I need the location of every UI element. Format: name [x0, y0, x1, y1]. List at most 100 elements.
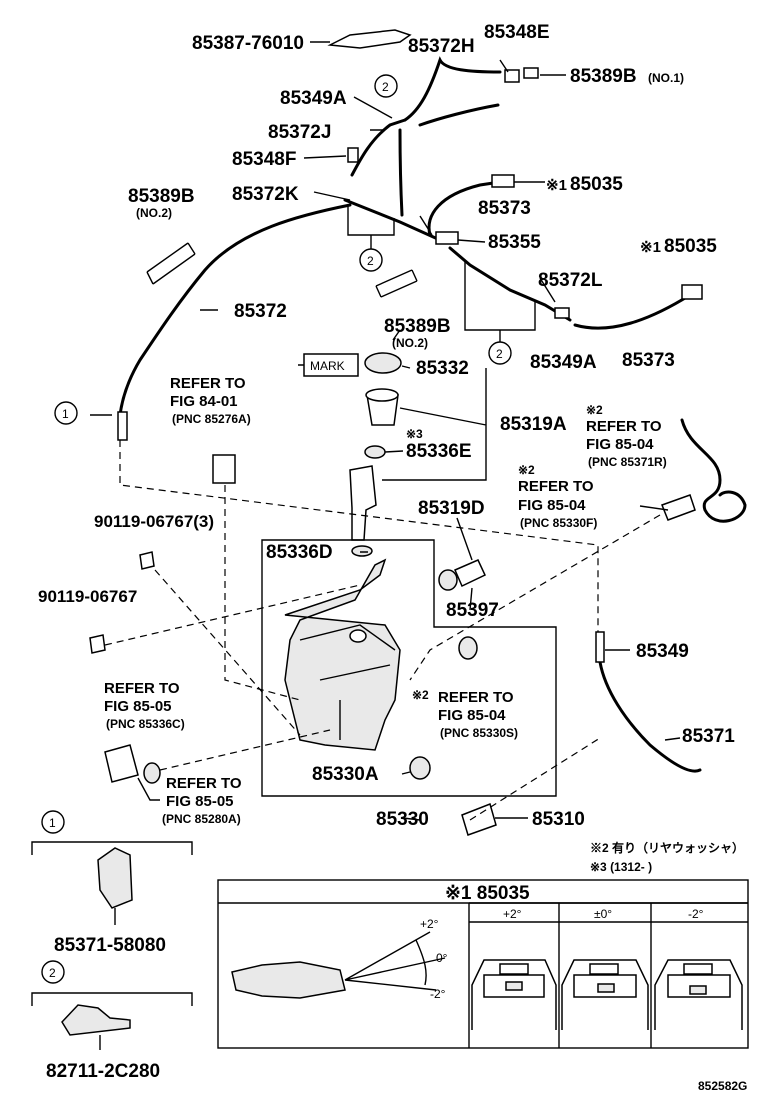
label-85389B-top: 85389B — [570, 66, 637, 87]
ref-85330S-l3: (PNC 85330S) — [440, 726, 518, 740]
label-85349: 85349 — [636, 641, 689, 662]
legend-note-3: ※3 (1312- ) — [590, 860, 652, 874]
ref-85330F-l1: REFER TO — [518, 478, 594, 495]
hose-85373-upper — [427, 180, 502, 237]
label-85373-b: 85373 — [622, 350, 675, 371]
callout-2-upper — [359, 248, 383, 272]
grommet-85397 — [438, 569, 458, 591]
hose-vertical-upper — [398, 128, 404, 217]
label-85330: 85330 — [376, 809, 429, 830]
mark-1-b: ※1 — [640, 239, 661, 256]
callout-1-main-text: 1 — [62, 407, 69, 421]
detail-nozzle-head-plus2 — [471, 959, 557, 1030]
callout-2-lower-text: 2 — [496, 347, 503, 361]
hose-85389B-mid-outline — [375, 269, 418, 298]
seal-85336E — [364, 445, 386, 459]
detail-col-zero: ±0° — [594, 907, 612, 921]
callout-1-detail-text: 1 — [49, 816, 56, 830]
connector-85355 — [435, 231, 459, 245]
mark-2-a: ※2 — [586, 403, 603, 417]
ref-84-01-l3: (PNC 85276A) — [172, 412, 251, 426]
label-85387-76010: 85387-76010 — [192, 33, 304, 54]
callout-2-upper-text: 2 — [367, 254, 374, 268]
mark-1-a: ※1 — [546, 177, 567, 194]
leader-85280A — [137, 777, 160, 801]
detail-col-plus2: +2° — [503, 907, 522, 921]
label-85355: 85355 — [488, 232, 541, 253]
connector-85348E — [504, 69, 520, 83]
detail-2-bracket — [31, 992, 193, 1006]
label-85035-a: 85035 — [570, 174, 623, 195]
detail-nozzle-head-zero — [561, 959, 649, 1030]
detail-1-bracket — [31, 841, 193, 855]
grommet-85330S — [458, 636, 478, 660]
bolt-90119-a — [139, 551, 155, 570]
label-85372: 85372 — [234, 301, 287, 322]
dash-line-1 — [119, 440, 599, 632]
detail-angle-minus: -2° — [430, 987, 446, 1001]
detail-spray-arc — [415, 939, 427, 986]
leader-lines — [200, 41, 681, 821]
seal-85336D — [351, 545, 373, 557]
dash-lines-pumps — [159, 729, 601, 821]
hose-85372K — [343, 198, 442, 242]
grommet-85336C — [143, 762, 161, 784]
label-85330A: 85330A — [312, 764, 379, 785]
label-bolt-90119: 90119-06767 — [38, 587, 137, 606]
label-85372J: 85372J — [268, 122, 331, 143]
clip-82711-2C280 — [61, 1004, 131, 1036]
callout-1-main — [54, 401, 78, 425]
reservoir-box — [261, 539, 557, 797]
ref-85336C-l2: FIG 85-05 — [104, 698, 172, 715]
hose-85373-right — [573, 293, 692, 330]
ref-85280A-l2: FIG 85-05 — [166, 793, 234, 810]
label-no1: (NO.1) — [648, 71, 684, 85]
label-85372L: 85372L — [538, 270, 603, 291]
hose-85372 — [118, 203, 352, 417]
detail-nozzle-head-minus2 — [654, 959, 743, 1030]
callout-2-lower — [488, 341, 512, 365]
label-85372K: 85372K — [232, 184, 299, 205]
ref-85330S-l2: FIG 85-04 — [438, 707, 506, 724]
reservoir-tank-85330 — [284, 558, 401, 751]
label-85348F: 85348F — [232, 149, 296, 170]
mark-box — [303, 353, 359, 377]
label-85310: 85310 — [532, 809, 585, 830]
label-no2-left: (NO.2) — [136, 206, 172, 220]
hose-85389B-left — [145, 243, 197, 283]
hose-85372L — [448, 246, 572, 322]
drawing-number: 852582G — [698, 1079, 747, 1093]
label-85389B-mid: 85389B — [384, 316, 451, 337]
connector-1 — [117, 411, 128, 441]
label-85372H: 85372H — [408, 36, 475, 57]
callout-2-top-text: 2 — [382, 80, 389, 94]
label-no2-mid: (NO.2) — [392, 336, 428, 350]
label-85389B-left: 85389B — [128, 186, 195, 207]
ref-85330S-l1: REFER TO — [438, 689, 514, 706]
hose-85389B-left-outline — [146, 242, 196, 285]
ref-84-01-l1: REFER TO — [170, 375, 246, 392]
mark-2-b: ※2 — [518, 463, 535, 477]
inlet-85319A-top — [365, 388, 399, 402]
dash-line-85330F — [409, 514, 661, 681]
ref-85330F-l2: FIG 85-04 — [518, 497, 586, 514]
label-85349A-top: 85349A — [280, 88, 347, 109]
grommet-85330A — [409, 756, 431, 780]
pump-85310 — [461, 803, 497, 836]
hose-85371R — [680, 418, 747, 523]
callout-1-detail — [41, 810, 65, 834]
detail-angle-zero: 0° — [436, 951, 448, 965]
label-85319A: 85319A — [500, 414, 567, 435]
pump-85280A — [104, 744, 139, 783]
detail-nozzle — [231, 961, 346, 999]
pump-85330F — [661, 494, 696, 521]
ref-85330F-l3: (PNC 85330F) — [520, 516, 597, 530]
ref-85280A-l1: REFER TO — [166, 775, 242, 792]
label-85035-b: 85035 — [664, 236, 717, 257]
label-85319D: 85319D — [418, 498, 485, 519]
label-85371-58080: 85371-58080 — [54, 935, 166, 956]
detail-table-title: ※1 85035 — [445, 883, 530, 904]
mark-3: ※3 — [406, 427, 423, 441]
cap-85332 — [364, 352, 402, 374]
